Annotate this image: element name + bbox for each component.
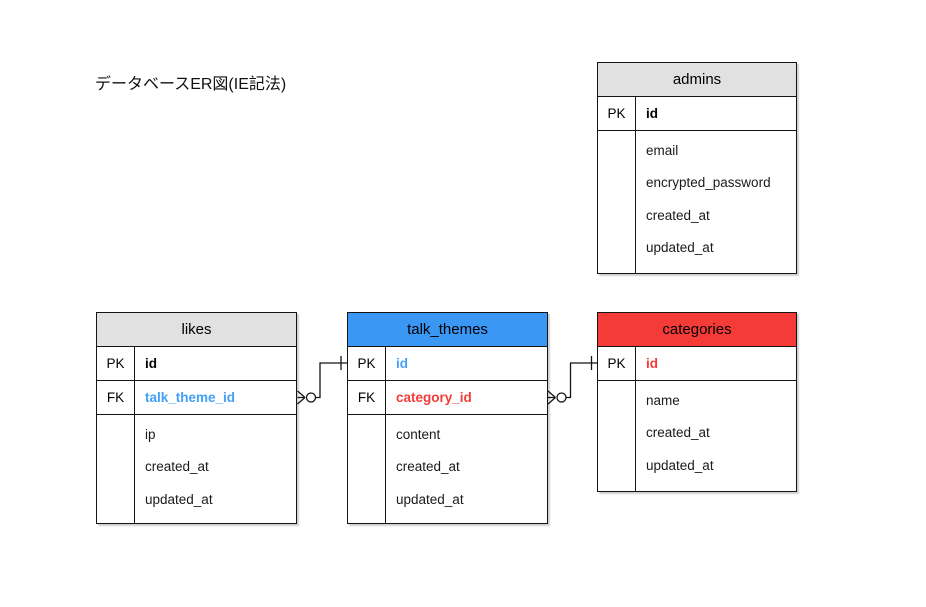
attribute-name: updated_at (646, 240, 714, 256)
field-name: id (396, 356, 408, 371)
attribute-name: updated_at (646, 457, 714, 473)
attribute-section: name created_at updated_at (598, 381, 796, 491)
field-name: id (145, 356, 157, 371)
key-row-pk: PK id (348, 347, 547, 381)
attribute-name: created_at (145, 459, 209, 475)
connector-line (315, 362, 347, 399)
table-header-admins: admins (598, 63, 796, 97)
connector-talk_themes-categories (547, 356, 597, 405)
attribute-name: updated_at (396, 491, 464, 507)
attribute-name: encrypted_password (646, 175, 771, 191)
attribute-section: content created_at updated_at (348, 415, 547, 523)
attribute-name: content (396, 426, 441, 442)
attribute-section: ip created_at updated_at (97, 415, 296, 523)
key-row-pk: PK id (598, 97, 796, 131)
attribute-name: created_at (646, 425, 710, 441)
key-column-spacer (97, 415, 135, 523)
table-header-likes: likes (97, 313, 296, 347)
field-name: talk_theme_id (145, 390, 236, 405)
key-column-spacer (348, 415, 386, 523)
crow-foot-many-icon (547, 390, 556, 405)
connector-likes-talk_themes (297, 356, 347, 405)
key-label: FK (348, 381, 386, 414)
key-label: PK (97, 347, 135, 380)
diagram-title: データベースER図(IE記法) (95, 76, 287, 93)
attribute-name: created_at (396, 459, 460, 475)
key-label: FK (97, 381, 135, 414)
key-label: PK (598, 347, 636, 380)
attribute-name: updated_at (145, 491, 213, 507)
key-label: PK (348, 347, 386, 380)
table-header-categories: categories (598, 313, 796, 347)
key-row-fk: FK talk_theme_id (97, 381, 296, 415)
zero-circle-icon (556, 392, 567, 403)
crow-foot-many-icon (297, 390, 306, 405)
attribute-name: ip (145, 426, 156, 442)
key-row-pk: PK id (97, 347, 296, 381)
connector-line (566, 362, 597, 399)
entity-table-categories: categories PK id name created_at updated_at (597, 312, 797, 492)
attribute-name: email (646, 142, 679, 158)
zero-circle-icon (305, 392, 317, 403)
table-rows-categories: PK id name created_at updated_at (598, 347, 796, 491)
key-column-spacer (598, 131, 636, 273)
table-header-talk_themes: talk_themes (348, 313, 547, 347)
field-name: id (646, 356, 658, 371)
attribute-name: created_at (646, 207, 710, 223)
key-column-spacer (598, 381, 636, 491)
key-row-pk: PK id (598, 347, 796, 381)
key-row-fk: FK category_id (348, 381, 547, 415)
attribute-name: name (646, 392, 680, 408)
field-name: id (646, 106, 658, 121)
field-name: category_id (396, 390, 472, 405)
key-label: PK (598, 97, 636, 130)
